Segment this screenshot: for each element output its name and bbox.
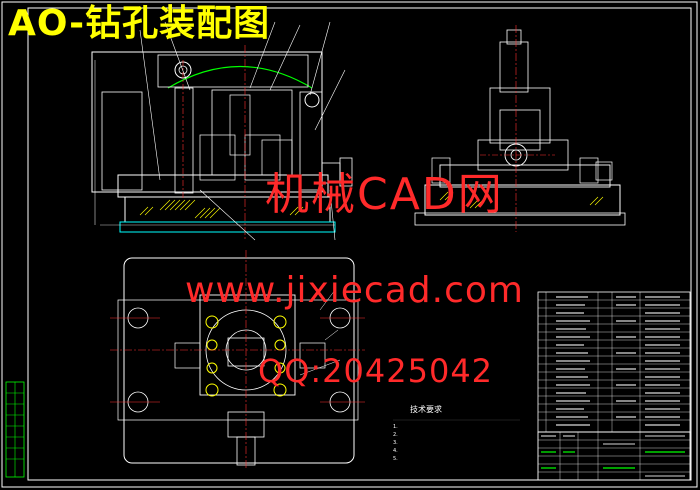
tech-note: 2. xyxy=(393,432,398,438)
watermark-line-3: QQ:20425042 xyxy=(258,352,494,390)
drawing-title: AO-钻孔装配图 xyxy=(8,3,271,44)
technical-requirements-title: 技术要求 xyxy=(410,405,442,414)
parts-list xyxy=(537,291,691,433)
left-margin-table xyxy=(5,381,25,478)
side-view xyxy=(414,25,626,232)
technical-requirements-notes: 1. 2. 3. 4. 5. xyxy=(393,423,398,463)
watermark-line-1: 机械CAD网 xyxy=(265,169,504,220)
tech-note: 3. xyxy=(393,440,398,446)
title-block xyxy=(537,431,691,481)
inner-frame xyxy=(27,7,692,481)
watermark-line-2: www.jixiecad.com xyxy=(185,270,524,311)
tech-note: 4. xyxy=(393,448,398,454)
tech-note: 1. xyxy=(393,424,398,430)
plan-view xyxy=(110,250,365,470)
front-view xyxy=(91,21,353,241)
tech-note: 5. xyxy=(393,456,398,462)
